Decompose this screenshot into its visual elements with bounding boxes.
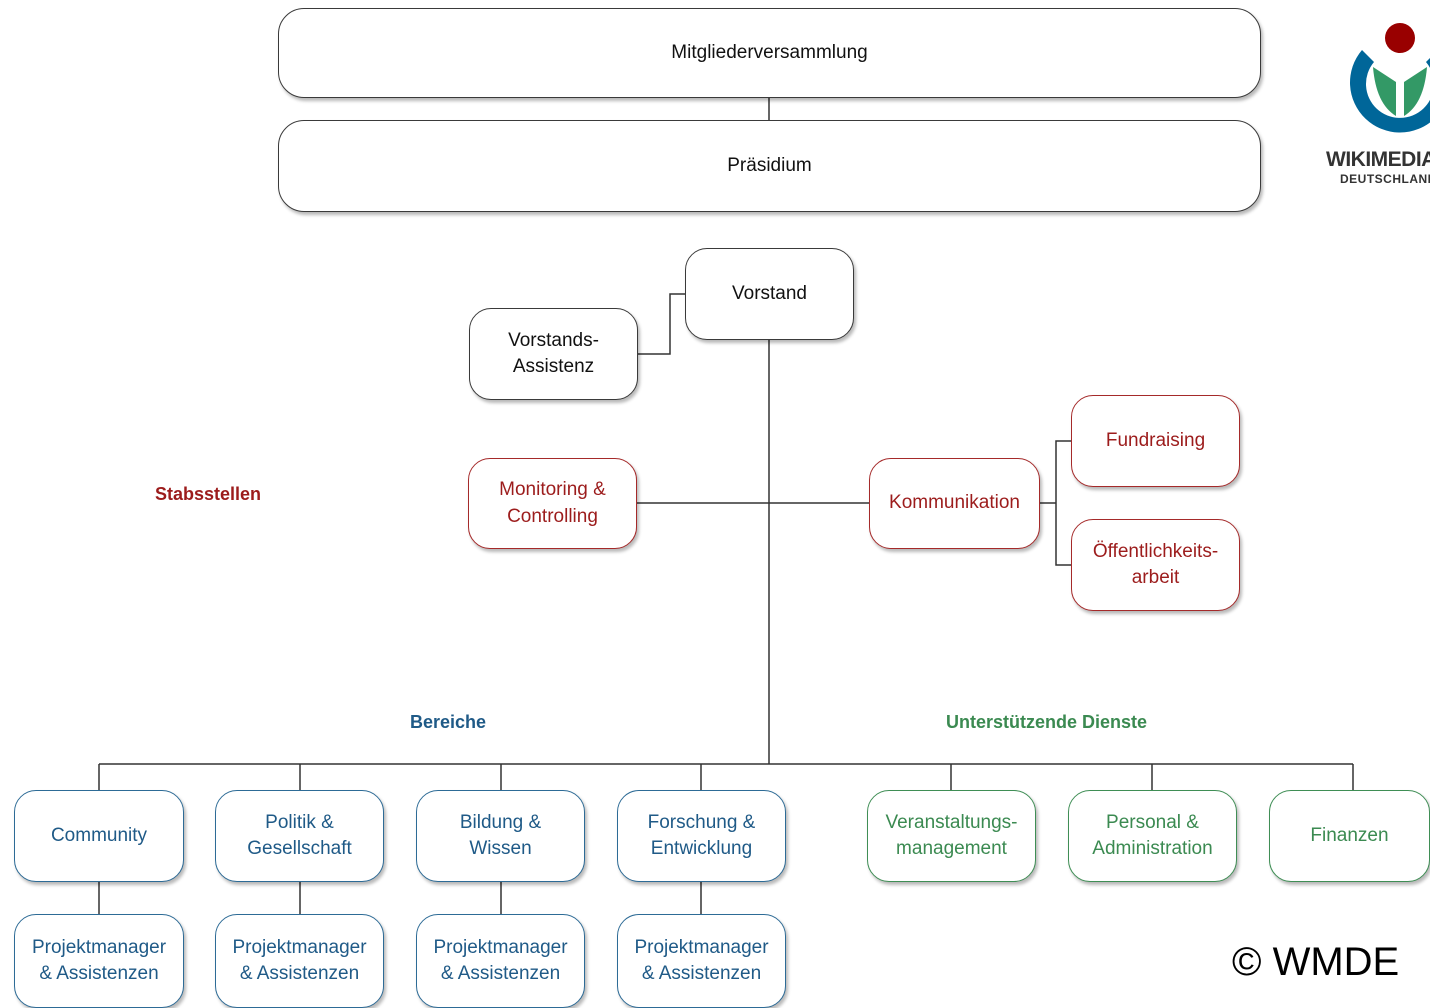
research-label: Forschung & Entwicklung (647, 811, 756, 859)
project-managers-label: Projektmanager & Assistenzen (433, 936, 568, 984)
politics-label: Politik & Gesellschaft (247, 811, 352, 859)
board-assistant-box: Vorstands- Assistenz (469, 308, 638, 400)
personnel-label: Personal & Administration (1092, 811, 1213, 859)
logo-name: WIKIMEDIA (1326, 148, 1430, 171)
fundraising-box: Fundraising (1071, 395, 1240, 487)
logo-subtitle: DEUTSCHLAND (1340, 172, 1430, 186)
project-managers-label: Projektmanager & Assistenzen (232, 936, 367, 984)
education-label: Bildung & Wissen (459, 811, 542, 859)
presidium-box: Präsidium (278, 120, 1261, 212)
research-box: Forschung & Entwicklung (617, 790, 786, 882)
copyright-notice: © WMDE (1232, 940, 1400, 984)
project-managers-box-education: Projektmanager & Assistenzen (416, 914, 585, 1008)
board-assistant-label: Vorstands- Assistenz (508, 329, 599, 377)
finance-box: Finanzen (1269, 790, 1430, 882)
events-box: Veranstaltungs- management (867, 790, 1036, 882)
project-managers-box-research: Projektmanager & Assistenzen (617, 914, 786, 1008)
assembly-box: Mitgliederversammlung (278, 8, 1261, 98)
personnel-box: Personal & Administration (1068, 790, 1237, 882)
wikimedia-logo-icon (1350, 23, 1430, 133)
public-relations-box: Öffentlichkeits- arbeit (1071, 519, 1240, 611)
politics-box: Politik & Gesellschaft (215, 790, 384, 882)
board-box: Vorstand (685, 248, 854, 340)
project-managers-box-community: Projektmanager & Assistenzen (14, 914, 184, 1008)
connector-communication-children (1055, 440, 1072, 566)
communication-label: Kommunikation (889, 492, 1020, 514)
wikimedia-logo: WIKIMEDIA DEUTSCHLAND (1318, 12, 1430, 192)
public-relations-label: Öffentlichkeits- arbeit (1092, 540, 1219, 588)
project-managers-label: Projektmanager & Assistenzen (31, 936, 167, 984)
fundraising-label: Fundraising (1105, 429, 1206, 451)
community-label: Community (50, 824, 148, 846)
events-label: Veranstaltungs- management (885, 811, 1018, 859)
education-box: Bildung & Wissen (416, 790, 585, 882)
monitoring-box: Monitoring & Controlling (468, 458, 637, 549)
connector-board-assistant (638, 293, 685, 355)
project-managers-box-politics: Projektmanager & Assistenzen (215, 914, 384, 1008)
finance-label: Finanzen (1310, 824, 1389, 846)
monitoring-label: Monitoring & Controlling (499, 479, 606, 527)
staff-section-label: Stabsstellen (155, 484, 262, 504)
assembly-label: Mitgliederversammlung (671, 41, 868, 63)
community-box: Community (14, 790, 184, 882)
project-managers-label: Projektmanager & Assistenzen (634, 936, 769, 984)
presidium-label: Präsidium (727, 154, 812, 176)
support-section-label: Unterstützende Dienste (946, 712, 1148, 732)
areas-section-label: Bereiche (410, 712, 487, 732)
board-label: Vorstand (732, 282, 807, 304)
communication-box: Kommunikation (869, 458, 1040, 549)
